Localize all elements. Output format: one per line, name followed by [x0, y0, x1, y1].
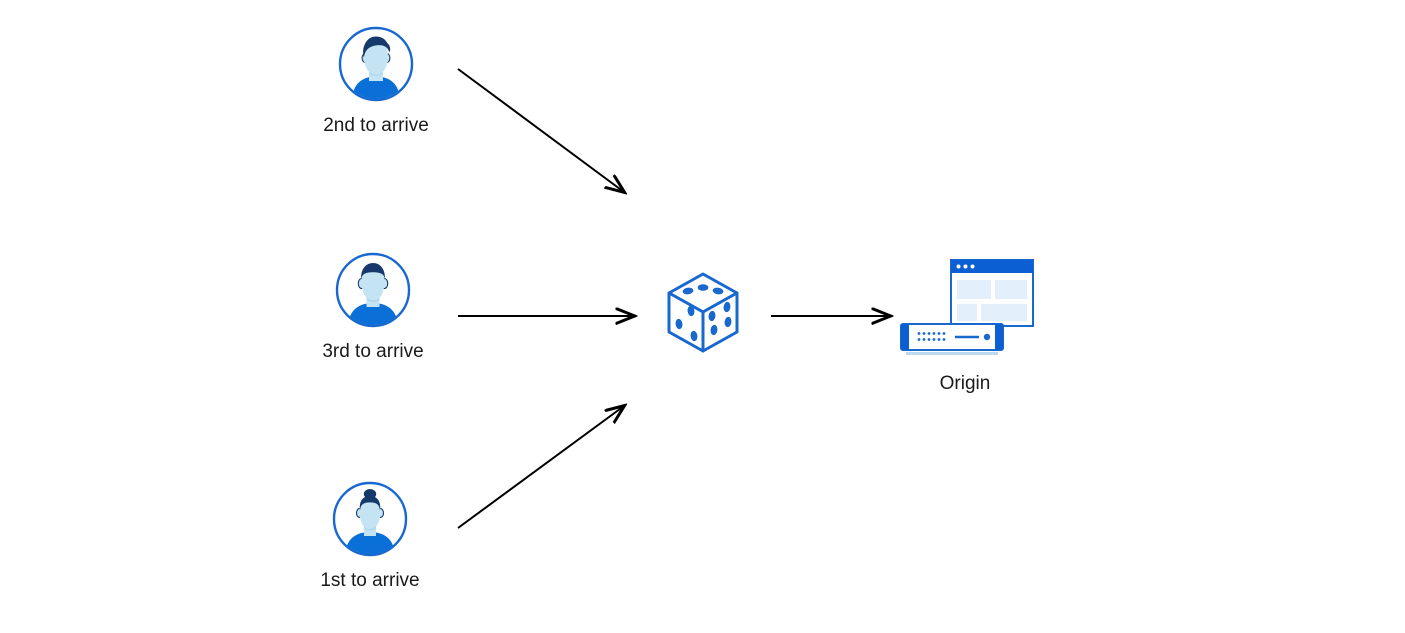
user-node-3rd: 3rd to arrive — [293, 252, 453, 364]
dice-cube-icon — [667, 272, 739, 353]
user-avatar-cropped-hair-icon — [335, 252, 411, 328]
user-node-2nd: 2nd to arrive — [296, 26, 456, 138]
browser-window-icon — [950, 259, 1034, 327]
user-node-1st: 1st to arrive — [290, 481, 450, 593]
arrow-2nd-to-dice — [457, 68, 624, 192]
origin-label: Origin — [939, 373, 991, 394]
dice-node — [655, 266, 751, 362]
origin-graphic — [895, 258, 1035, 362]
user-label-1st: 1st to arrive — [320, 570, 420, 591]
arrow-1st-to-dice — [457, 406, 624, 529]
user-avatar-short-hair-icon — [338, 26, 414, 102]
user-avatar-bun-hair-icon — [332, 481, 408, 557]
server-appliance-icon — [900, 323, 1004, 355]
origin-node: Origin — [875, 258, 1055, 396]
user-label-2nd: 2nd to arrive — [323, 115, 429, 136]
user-label-3rd: 3rd to arrive — [322, 341, 424, 362]
